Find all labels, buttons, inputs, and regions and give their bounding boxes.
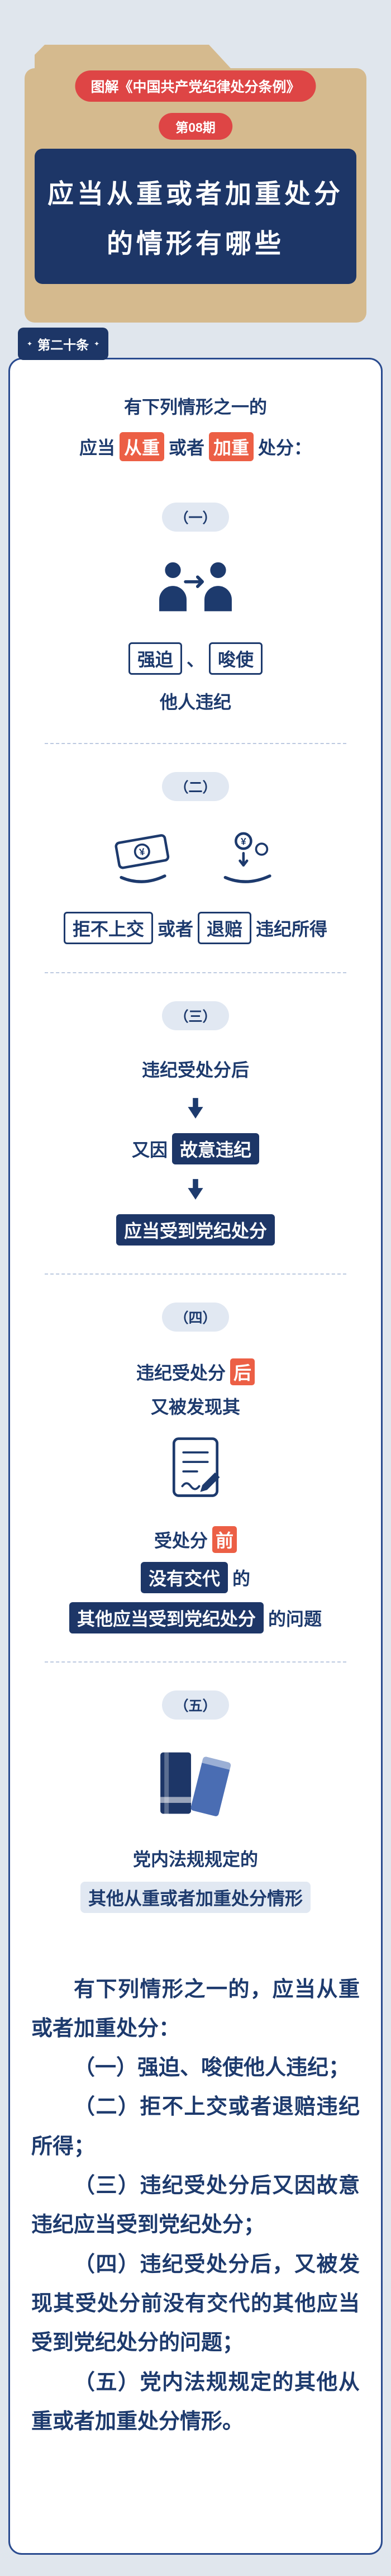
intro-line-2: 应当 从重 或者 加重 处分： xyxy=(79,432,312,461)
line-4-post: 的 xyxy=(232,1569,251,1589)
section-three-line-1: 违纪受处分后 xyxy=(141,1060,249,1081)
series-badge: 图解《中国共产党纪律处分条例》 xyxy=(75,70,316,102)
article-badge-label: 第二十条 xyxy=(37,338,89,352)
section-five-line-2: 其他从重或者加重处分情形 xyxy=(80,1881,311,1913)
intro-pre: 应当 xyxy=(79,438,115,458)
refuse-hand-over-money-icon: ¥ xyxy=(115,834,170,884)
section-number-pill: （三） xyxy=(162,1001,229,1031)
title-line-1: 应当从重或者加重处分 xyxy=(47,179,344,209)
summary-paragraph: （二）拒不上交或者退赔违纪所得； xyxy=(31,2095,360,2158)
down-arrow-icon xyxy=(188,1097,203,1119)
highlight-dangji-chufen: 应当受到党纪处分 xyxy=(116,1214,275,1246)
line-3-pre: 受处分 xyxy=(154,1531,208,1551)
highlight-qian: 前 xyxy=(212,1526,237,1554)
section-three: （三） 违纪受处分后 又因 故意违纪 应当受到党纪处分 xyxy=(31,973,360,1273)
article-badge: ✦ 第二十条 ✦ xyxy=(18,328,109,360)
section-three-line-3: 应当受到党纪处分 xyxy=(116,1214,275,1246)
section-four-line-2: 又被发现其 xyxy=(150,1396,240,1417)
intro-mid: 或者 xyxy=(168,438,204,458)
term-mid: 或者 xyxy=(157,919,193,940)
section-five-line-1: 党内法规规定的 xyxy=(132,1849,258,1870)
summary-paragraph: （一）强迫、唆使他人违纪； xyxy=(74,2056,350,2080)
highlight-meiyou-jiaodai: 没有交代 xyxy=(140,1562,228,1594)
summary-paragraph: （五）党内法规规定的其他从重或者加重处分情形。 xyxy=(31,2370,360,2433)
section-four-line-3: 受处分 前 xyxy=(154,1526,237,1554)
star-icon: ✦ xyxy=(94,340,100,348)
summary-block: 有下列情形之一的，应当从重或者加重处分： （一）强迫、唆使他人违纪； （二）拒不… xyxy=(31,1970,360,2442)
section-number-pill: （四） xyxy=(162,1302,229,1332)
section-divider xyxy=(44,743,347,745)
section-four: （四） 违纪受处分 后 又被发现其 受处分 前 没有交代 的 其他应当受到党纪 xyxy=(31,1275,360,1661)
line-5-post: 的问题 xyxy=(268,1609,322,1630)
section-one-terms: 强迫 、 唆使 xyxy=(128,642,263,675)
section-one-text: 他人违纪 xyxy=(159,692,231,712)
highlight-qita-qingxing: 其他从重或者加重处分情形 xyxy=(80,1881,311,1913)
issue-badge: 第08期 xyxy=(159,113,232,140)
section-divider xyxy=(44,1273,347,1275)
section-three-line-2: 又因 故意违纪 xyxy=(131,1133,260,1164)
section-four-line-1: 违纪受处分 后 xyxy=(136,1358,255,1385)
svg-text:¥: ¥ xyxy=(241,836,246,847)
term-box: 唆使 xyxy=(209,642,263,675)
party-regulations-books-icon xyxy=(160,1752,232,1817)
section-number-pill: （二） xyxy=(162,772,229,802)
highlight-hou: 后 xyxy=(230,1358,255,1385)
content-card: 有下列情形之一的 应当 从重 或者 加重 处分： （一） 强迫 、 xyxy=(8,358,383,2555)
highlight-jiazhong: 加重 xyxy=(209,432,254,461)
coerce-instigate-people-icon xyxy=(159,562,232,612)
line-2-pre: 又因 xyxy=(131,1139,168,1160)
term-box: 退赔 xyxy=(198,912,252,945)
highlight-congzhong: 从重 xyxy=(119,432,164,461)
signed-document-icon xyxy=(172,1437,220,1498)
section-number-pill: （五） xyxy=(162,1690,229,1720)
term-box: 强迫 xyxy=(128,642,182,675)
summary-paragraph: 有下列情形之一的，应当从重或者加重处分： xyxy=(31,1977,360,2040)
highlight-qita-chufen: 其他应当受到党纪处分 xyxy=(69,1602,264,1634)
intro-post: 处分： xyxy=(258,438,312,458)
star-icon: ✦ xyxy=(27,340,33,348)
section-two-icons: ¥ ¥ xyxy=(110,828,281,886)
summary-paragraph: （四）违纪受处分后，又被发现其受处分前没有交代的其他应当受到党纪处分的问题； xyxy=(31,2252,360,2355)
section-two: （二） ¥ ¥ 拒不 xyxy=(31,744,360,972)
section-divider xyxy=(44,1661,347,1663)
main-title-plate: 应当从重或者加重处分 的情形有哪些 xyxy=(35,149,356,284)
section-five: （五） 党内法规规定的 其他从重或者加重处分情形 xyxy=(31,1663,360,1940)
section-one: （一） 强迫 、 唆使 他人违纪 xyxy=(31,490,360,743)
section-divider xyxy=(44,972,347,974)
section-two-text: 违纪所得 xyxy=(256,919,328,940)
term-box: 拒不上交 xyxy=(63,912,153,945)
intro-line-1: 有下列情形之一的 xyxy=(123,397,267,417)
return-money-icon: ¥ xyxy=(223,832,271,884)
summary-paragraph: （三）违纪受处分后又因故意违纪应当受到党纪处分； xyxy=(31,2174,360,2237)
section-number-pill: （一） xyxy=(162,503,229,532)
down-arrow-icon xyxy=(188,1178,203,1200)
svg-text:¥: ¥ xyxy=(139,846,146,858)
intro-block: 有下列情形之一的 应当 从重 或者 加重 处分： xyxy=(79,393,312,461)
section-two-terms: 拒不上交 或者 退赔 违纪所得 xyxy=(63,912,328,945)
section-four-line-5: 其他应当受到党纪处分 的问题 xyxy=(69,1602,322,1634)
line-1-pre: 违纪受处分 xyxy=(136,1362,226,1383)
term-separator: 、 xyxy=(186,650,204,670)
title-line-2: 的情形有哪些 xyxy=(107,229,284,258)
highlight-guyi-weiji: 故意违纪 xyxy=(172,1133,260,1164)
section-four-line-4: 没有交代 的 xyxy=(140,1562,251,1594)
